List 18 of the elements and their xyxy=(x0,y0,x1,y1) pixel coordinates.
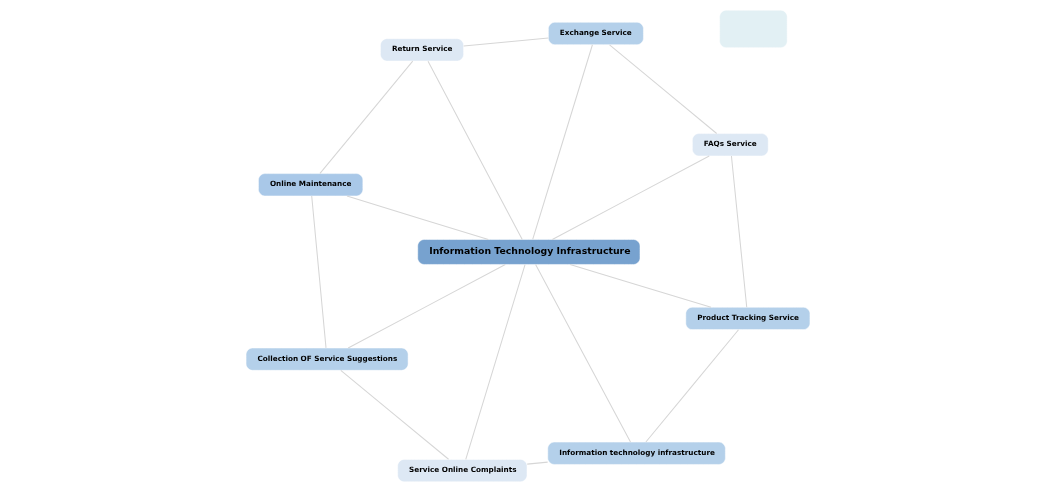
connector xyxy=(347,264,506,349)
connector xyxy=(535,264,631,443)
connector xyxy=(551,155,710,240)
connector xyxy=(463,37,549,47)
connector xyxy=(730,155,748,308)
connector xyxy=(645,329,740,443)
connector xyxy=(311,195,327,349)
connector xyxy=(346,195,489,241)
connector xyxy=(532,44,593,240)
connector xyxy=(340,369,450,460)
connector xyxy=(427,60,523,240)
connector xyxy=(319,60,414,174)
node-box xyxy=(719,10,788,48)
node-box: Information Technology Infrastructure xyxy=(417,239,641,265)
connector xyxy=(465,264,526,460)
connector xyxy=(609,44,718,134)
connector xyxy=(526,461,549,465)
connector xyxy=(569,263,712,308)
